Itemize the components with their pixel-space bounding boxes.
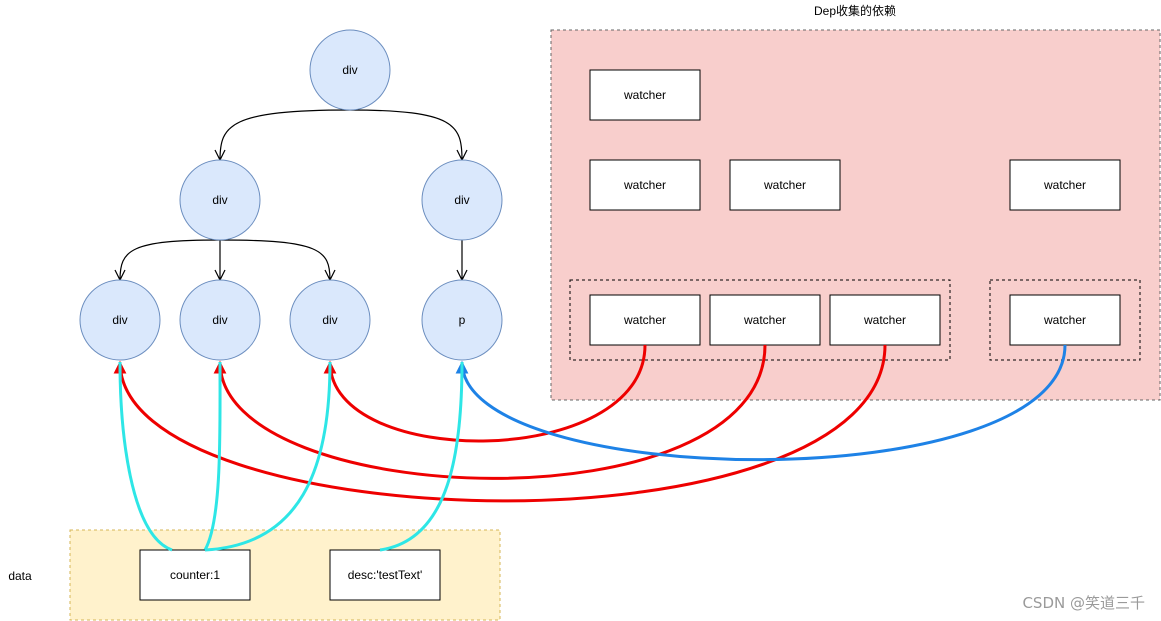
dom-node-level3-b: div — [179, 279, 261, 361]
dom-node-level2-right: div — [421, 159, 503, 241]
watcher-box: watcher — [829, 294, 941, 346]
dependency-edges — [113, 344, 1067, 503]
dom-node-level3-a: div — [79, 279, 161, 361]
data-item-counter: counter:1 — [139, 549, 251, 601]
dom-node-label: p — [459, 313, 466, 327]
cyan-edge-counter-to-div-c — [204, 361, 332, 552]
edge-root-to-div-right — [349, 109, 462, 160]
dom-node-label: div — [454, 193, 469, 207]
edge-div-to-div-c — [219, 239, 330, 280]
watcher-box: watcher — [709, 294, 821, 346]
data-region-label: data — [8, 569, 32, 583]
red-edge-watcher1-to-div-c — [323, 344, 647, 443]
dom-tree: div div div div div div p — [79, 29, 503, 361]
watcher-label: watcher — [623, 178, 666, 192]
watermark: CSDN @笑道三千 — [1022, 594, 1145, 612]
watchers: watcher watcher watcher watcher watcher … — [589, 69, 1121, 346]
dom-node-label: div — [112, 313, 127, 327]
watcher-label: watcher — [623, 313, 666, 327]
watcher-label: watcher — [1043, 313, 1086, 327]
watcher-box: watcher — [589, 69, 701, 121]
dom-node-level3-c: div — [289, 279, 371, 361]
dom-node-level2-left: div — [179, 159, 261, 241]
red-edge-watcher2-to-div-b — [213, 344, 767, 480]
cyan-edge-counter-to-div-b — [203, 361, 222, 551]
dom-node-root-label: div — [342, 63, 357, 77]
red-edge-watcher3-to-div-a — [113, 344, 887, 503]
blue-edge-watcher-to-p — [455, 344, 1067, 462]
dom-node-root: div — [309, 29, 391, 111]
watcher-box: watcher — [589, 294, 701, 346]
cyan-edge-counter-to-div-a — [118, 361, 173, 552]
data-binding-edges — [118, 361, 464, 552]
watcher-label: watcher — [1043, 178, 1086, 192]
watcher-label: watcher — [743, 313, 786, 327]
data-items: counter:1 desc:'testText' — [139, 549, 441, 601]
watcher-label: watcher — [623, 88, 666, 102]
cyan-edge-desc-to-p — [379, 361, 464, 552]
watcher-box: watcher — [589, 159, 701, 211]
watcher-label: watcher — [863, 313, 906, 327]
watcher-group-red — [569, 279, 951, 361]
watcher-box: watcher — [729, 159, 841, 211]
watcher-label: watcher — [763, 178, 806, 192]
edge-root-to-div-left — [220, 109, 351, 160]
watcher-box: watcher — [1009, 159, 1121, 211]
watcher-group-blue — [989, 279, 1141, 361]
tree-edges — [120, 109, 462, 280]
data-item-label: desc:'testText' — [348, 568, 423, 582]
edge-div-to-div-a — [120, 239, 221, 280]
dom-node-level3-p: p — [421, 279, 503, 361]
data-item-desc: desc:'testText' — [329, 549, 441, 601]
dep-region-title: Dep收集的依赖 — [814, 3, 896, 18]
watcher-box: watcher — [1009, 294, 1121, 346]
dom-node-label: div — [212, 193, 227, 207]
dom-node-label: div — [212, 313, 227, 327]
dom-node-label: div — [322, 313, 337, 327]
data-item-label: counter:1 — [170, 568, 220, 582]
